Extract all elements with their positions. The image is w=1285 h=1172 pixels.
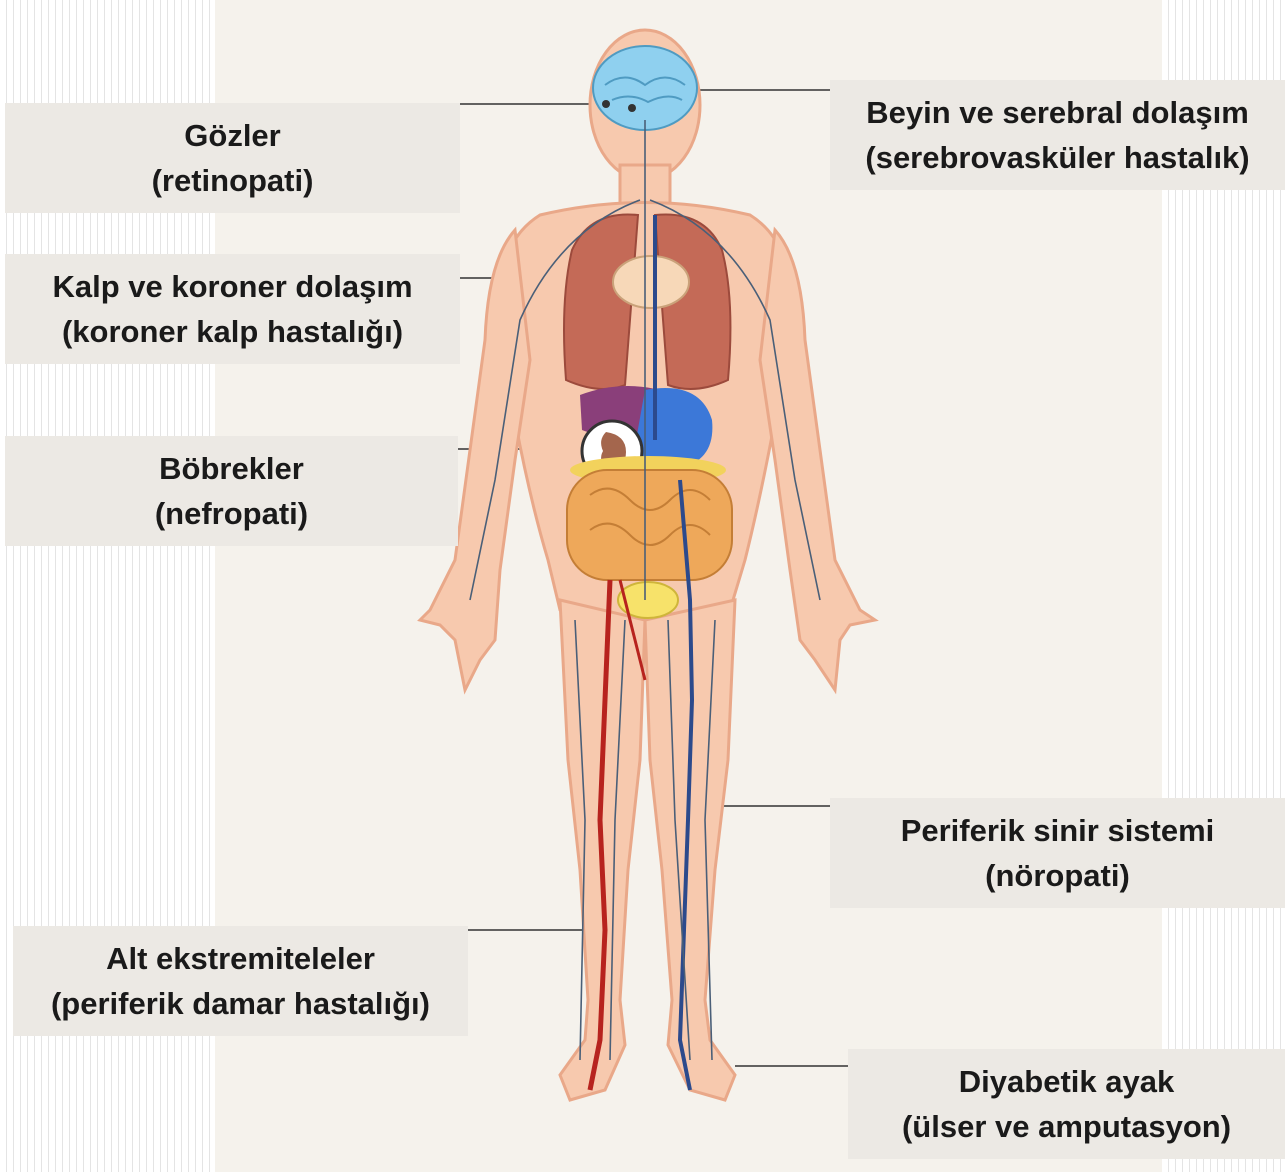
label-nerves-title: Periferik sinir sistemi [901,808,1215,853]
label-brain-subtitle: (serebrovasküler hastalık) [865,135,1249,180]
label-eyes-title: Gözler [184,113,280,158]
label-kidneys-title: Böbrekler [159,446,304,491]
label-heart-subtitle: (koroner kalp hastalığı) [62,309,403,354]
label-foot-subtitle: (ülser ve amputasyon) [902,1104,1231,1149]
label-eyes: Gözler (retinopati) [5,103,460,213]
label-foot-title: Diyabetik ayak [959,1059,1174,1104]
label-legs: Alt ekstremiteleler (periferik damar has… [13,926,468,1036]
label-brain: Beyin ve serebral dolaşım (serebrovaskül… [830,80,1285,190]
label-heart-title: Kalp ve koroner dolaşım [52,264,412,309]
label-eyes-subtitle: (retinopati) [152,158,314,203]
label-heart: Kalp ve koroner dolaşım (koroner kalp ha… [5,254,460,364]
label-legs-subtitle: (periferik damar hastalığı) [51,981,430,1026]
label-legs-title: Alt ekstremiteleler [106,936,375,981]
label-nerves: Periferik sinir sistemi (nöropati) [830,798,1285,908]
label-kidneys-subtitle: (nefropati) [155,491,308,536]
label-kidneys: Böbrekler (nefropati) [5,436,458,546]
label-brain-title: Beyin ve serebral dolaşım [866,90,1249,135]
heart [613,256,689,308]
brain [593,46,697,130]
label-foot: Diyabetik ayak (ülser ve amputasyon) [848,1049,1285,1159]
label-nerves-subtitle: (nöropati) [985,853,1130,898]
